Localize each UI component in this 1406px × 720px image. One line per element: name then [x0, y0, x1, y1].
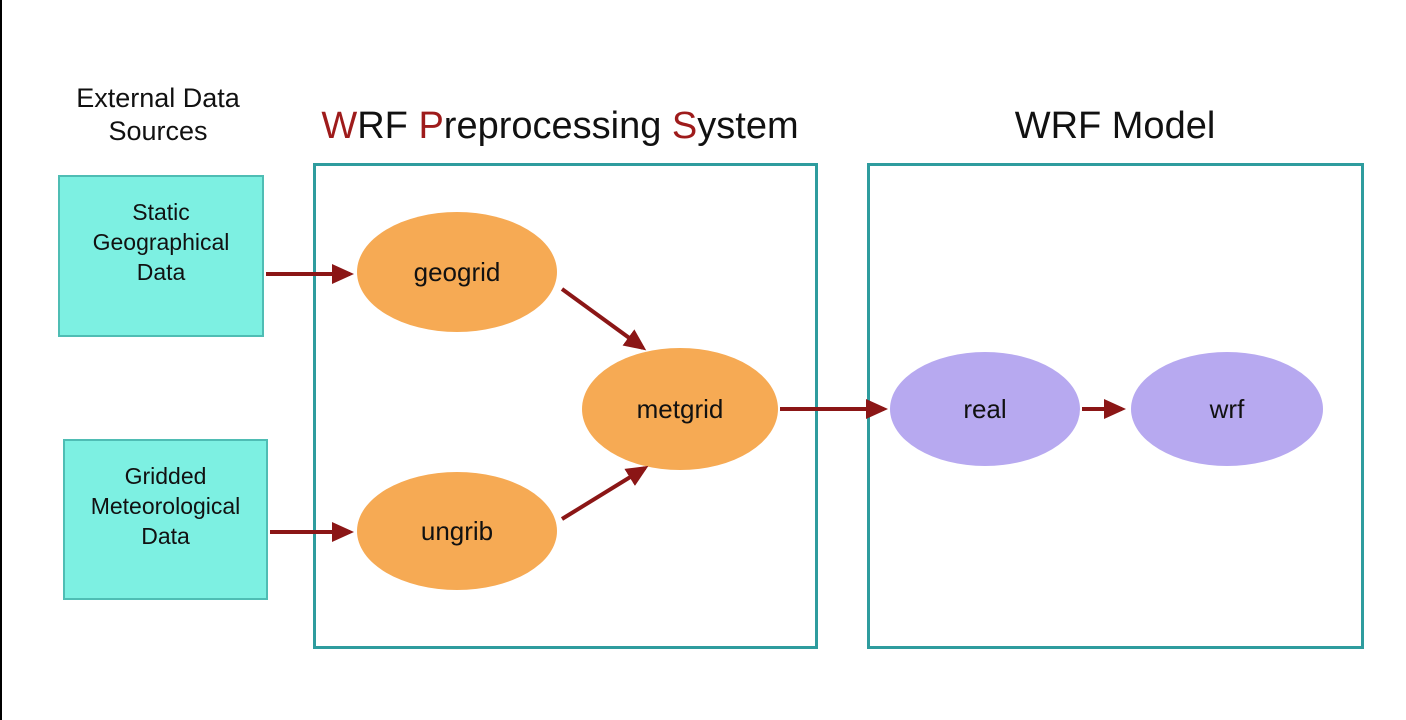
left-edge-line — [0, 0, 2, 720]
source-box-label: Gridded Meteorological Data — [90, 462, 241, 549]
node-wrf: wrf — [1131, 352, 1323, 466]
source-box-label: Static Geographical Data — [92, 199, 230, 285]
node-geogrid: geogrid — [357, 212, 557, 332]
node-label: metgrid — [636, 393, 724, 424]
wps-heading-letter-w: W — [321, 105, 358, 147]
wps-heading-letter-s: S — [671, 105, 698, 147]
wps-heading-part-reprocessing: reprocessing — [443, 105, 672, 147]
node-ungrib: ungrib — [357, 472, 557, 590]
wps-heading-part-rf: RF — [357, 105, 419, 147]
wps-heading-letter-p: P — [418, 105, 444, 147]
node-label: wrf — [1209, 393, 1245, 424]
wps-system-box — [313, 163, 818, 649]
wrf-model-heading: WRF Model — [1014, 105, 1216, 147]
node-real: real — [890, 352, 1080, 466]
external-data-sources-heading: External Data Sources — [76, 83, 240, 146]
node-metgrid: metgrid — [582, 348, 778, 470]
node-label: real — [963, 393, 1007, 424]
source-box-static-geographical-data: Static Geographical Data — [58, 175, 264, 337]
node-label: ungrib — [420, 515, 494, 546]
wps-heading-part-ystem: ystem — [697, 105, 799, 147]
node-label: geogrid — [413, 256, 501, 287]
wps-heading: WRF Preprocessing System — [300, 103, 820, 149]
source-box-gridded-meteorological-data: Gridded Meteorological Data — [63, 439, 268, 600]
